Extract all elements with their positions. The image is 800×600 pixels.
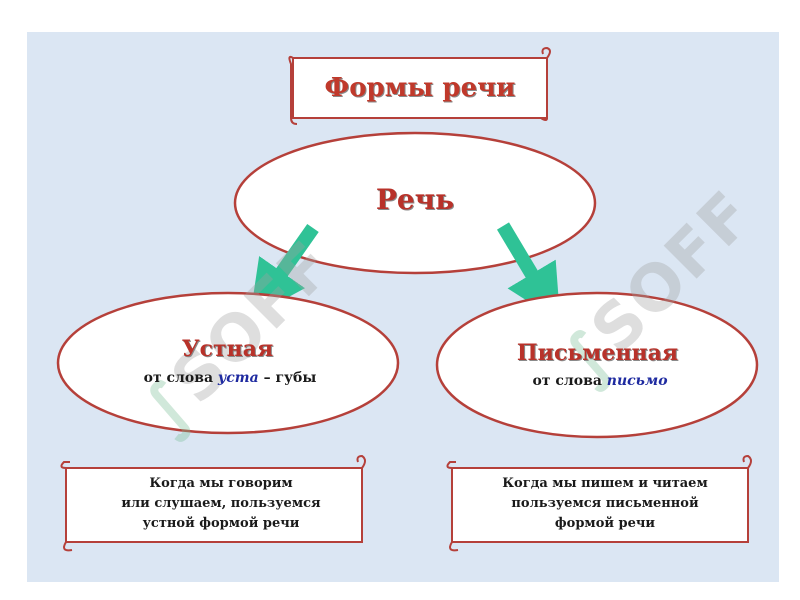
written-note-text: Когда мы пишем и читаем пользуемся письм… xyxy=(462,474,748,534)
oral-node-title: Устная xyxy=(181,336,274,362)
written-note-scroll xyxy=(446,454,752,552)
title-scroll-banner xyxy=(288,46,551,125)
oral-node-subtitle: от слова уста – губы xyxy=(80,370,380,386)
written-node-subtitle: от слова письмо xyxy=(450,373,750,389)
diagram-title: Формы речи xyxy=(324,73,516,103)
arrow-to-written xyxy=(496,222,561,323)
note-line: пользуемся письменной xyxy=(511,496,699,511)
oral-subtitle-suffix: – губы xyxy=(263,370,317,386)
arrow-to-oral xyxy=(249,223,319,318)
note-line: формой речи xyxy=(554,516,656,531)
note-line: или слушаем, пользуемся xyxy=(121,496,321,511)
note-line: Когда мы говорим xyxy=(149,476,293,491)
note-line: устной формой речи xyxy=(142,516,300,531)
written-node-title: Письменная xyxy=(516,340,679,366)
oral-note-scroll xyxy=(60,454,366,552)
oral-subtitle-prefix: от слова xyxy=(143,370,214,386)
note-line: Когда мы пишем и читаем xyxy=(502,476,708,491)
written-subtitle-word: письмо xyxy=(606,373,668,389)
root-node-label: Речь xyxy=(375,183,455,216)
written-ellipse xyxy=(435,291,759,439)
written-subtitle-prefix: от слова xyxy=(532,373,602,389)
oral-subtitle-word: уста xyxy=(217,370,259,386)
oral-ellipse xyxy=(56,291,400,435)
oral-note-text: Когда мы говорим или слушаем, пользуемся… xyxy=(78,474,364,534)
